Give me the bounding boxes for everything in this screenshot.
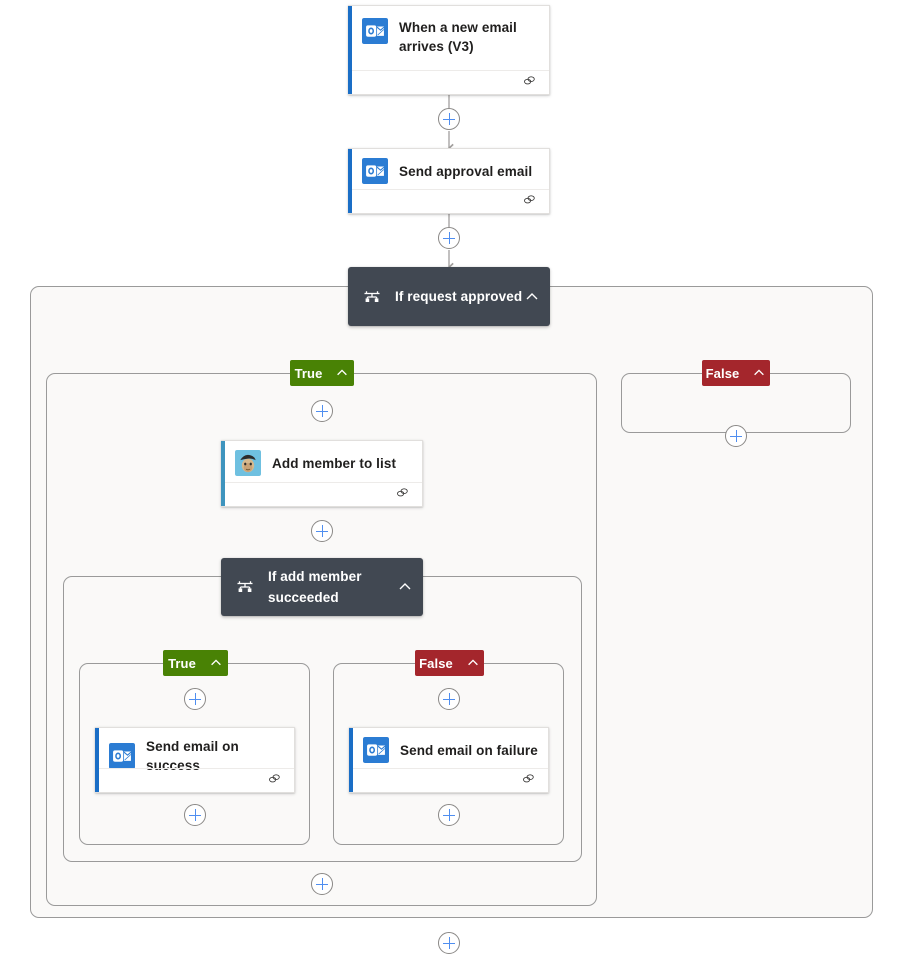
card-title: Add member to list [272, 455, 397, 471]
outlook-icon [109, 743, 135, 769]
add-step-after-send-approval-email-button[interactable] [438, 227, 460, 249]
add-step-after-outer-condition-button[interactable] [438, 932, 460, 954]
outlook-icon [362, 158, 388, 184]
branch-label-false-outer[interactable]: False [702, 360, 770, 386]
condition-icon [235, 577, 255, 597]
condition-icon [362, 287, 382, 307]
chevron-up-icon[interactable] [524, 289, 540, 305]
card-accent-bar [348, 149, 352, 213]
chevron-up-icon[interactable] [752, 366, 766, 380]
link-icon[interactable] [395, 485, 410, 505]
link-icon[interactable] [521, 771, 536, 791]
add-step-after-inner-condition-button[interactable] [311, 873, 333, 895]
add-step-after-trigger-button[interactable] [438, 108, 460, 130]
branch-label-text: False [419, 655, 453, 671]
card-title: Send email on failure [400, 742, 538, 758]
add-step-in-outer-false-branch-button[interactable] [725, 425, 747, 447]
card-accent-bar [349, 728, 353, 792]
card-accent-bar [348, 6, 352, 94]
add-step-after-send-email-on-success-button[interactable] [184, 804, 206, 826]
action-card-send-email-on-success[interactable]: Send email on success [95, 727, 295, 793]
card-accent-bar [221, 441, 225, 506]
card-title: Send email on success [146, 739, 239, 773]
add-step-after-send-email-on-failure-button[interactable] [438, 804, 460, 826]
branch-label-text: True [294, 365, 323, 381]
link-icon[interactable] [267, 771, 282, 791]
trigger-card-when-a-new-email-arrives[interactable]: When a new email arrives (V3) [348, 5, 550, 95]
condition-card-if-request-approved[interactable]: If request approved [348, 267, 550, 326]
outlook-icon [362, 18, 388, 44]
add-step-in-outer-true-branch-button[interactable] [311, 400, 333, 422]
branch-label-text: False [705, 365, 740, 381]
outlook-icon [363, 737, 389, 763]
card-accent-bar [95, 728, 99, 792]
card-title: Send approval email [399, 163, 533, 179]
add-step-after-add-member-to-list-button[interactable] [311, 520, 333, 542]
branch-label-true-inner[interactable]: True [163, 650, 228, 676]
chevron-up-icon[interactable] [335, 366, 349, 380]
link-icon[interactable] [522, 192, 537, 212]
chevron-up-icon[interactable] [397, 579, 413, 595]
branch-label-false-inner[interactable]: False [415, 650, 484, 676]
action-card-send-email-on-failure[interactable]: Send email on failure [349, 727, 549, 793]
add-step-in-inner-false-branch-button[interactable] [438, 688, 460, 710]
card-title: When a new email arrives (V3) [399, 20, 517, 54]
branch-label-text: True [168, 655, 196, 671]
chevron-up-icon[interactable] [209, 656, 223, 670]
chevron-up-icon[interactable] [466, 656, 480, 670]
condition-title: If request approved [395, 289, 523, 304]
add-step-in-inner-true-branch-button[interactable] [184, 688, 206, 710]
branch-label-true-outer[interactable]: True [290, 360, 354, 386]
mailchimp-icon [235, 450, 261, 476]
action-card-send-approval-email[interactable]: Send approval email [348, 148, 550, 214]
condition-card-if-add-member-succeeded[interactable]: If add member succeeded [221, 558, 423, 616]
link-icon[interactable] [522, 73, 537, 93]
action-card-add-member-to-list[interactable]: Add member to list [221, 440, 423, 507]
condition-title: If add member succeeded [268, 569, 362, 605]
